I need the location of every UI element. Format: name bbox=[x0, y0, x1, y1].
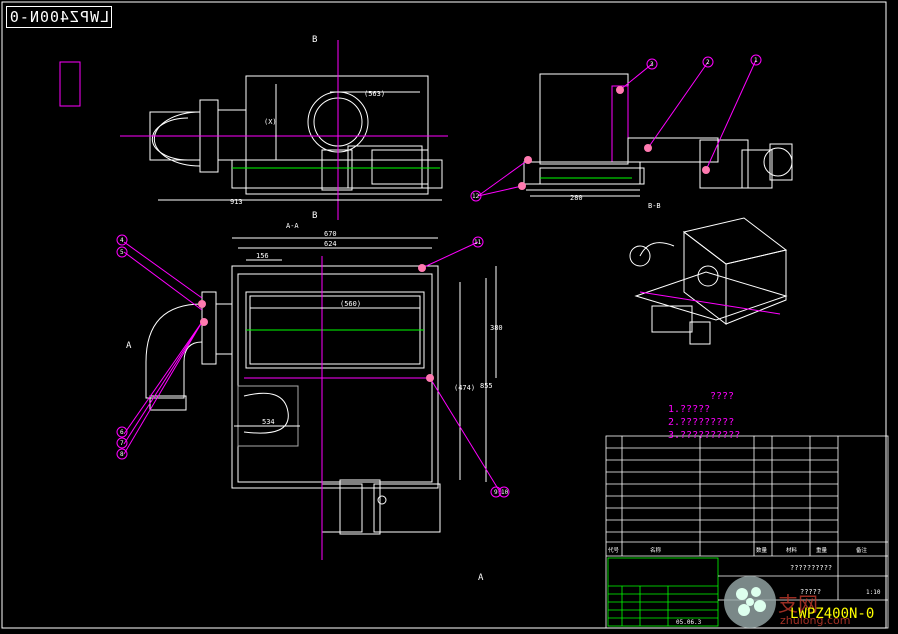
dim-563-label: (563) bbox=[364, 90, 385, 98]
section-b-b-title: B-B bbox=[648, 202, 661, 210]
cut-b-top: B bbox=[312, 35, 317, 45]
title-block-grid bbox=[605, 435, 889, 629]
dim-380-label: 380 bbox=[490, 324, 503, 332]
note-line-3: 3.?????????? bbox=[668, 430, 741, 441]
svg-text:备注: 备注 bbox=[856, 546, 868, 554]
title-project: ?????????? bbox=[790, 564, 832, 572]
dim-855-label: 855 bbox=[480, 382, 493, 390]
svg-text:2: 2 bbox=[706, 59, 710, 66]
svg-text:代号: 代号 bbox=[608, 546, 620, 554]
svg-text:数量: 数量 bbox=[756, 546, 768, 554]
side-view-b-b bbox=[523, 73, 793, 191]
svg-text:12: 12 bbox=[472, 193, 480, 200]
dim-913-label: 913 bbox=[230, 198, 243, 206]
note-line-1: 1.????? bbox=[668, 404, 711, 415]
svg-text:10: 10 bbox=[501, 489, 509, 496]
leader-dots bbox=[198, 86, 710, 382]
svg-text:6: 6 bbox=[120, 429, 124, 436]
dim-280-label: 280 bbox=[570, 194, 583, 202]
watermark-site: zhulong.com bbox=[780, 614, 851, 627]
svg-text:8: 8 bbox=[120, 451, 124, 458]
title-block-header: 代号 名称 数量 材料 重量 备注 bbox=[608, 546, 868, 554]
reserve-box bbox=[59, 61, 81, 107]
dim-x-label: (X) bbox=[264, 118, 277, 126]
sheet-border bbox=[1, 1, 887, 629]
technical-notes: ???? 1.????? 2.????????? 3.?????????? bbox=[668, 390, 740, 442]
dim-560-label: (560) bbox=[340, 300, 361, 308]
dim-156-label: 156 bbox=[256, 252, 269, 260]
svg-text:11: 11 bbox=[474, 239, 482, 246]
svg-text:4: 4 bbox=[120, 237, 124, 244]
svg-text:重量: 重量 bbox=[816, 546, 828, 554]
svg-text:材料: 材料 bbox=[786, 546, 798, 554]
plan-dims bbox=[232, 237, 497, 482]
drawing-number: LWPZ400N-0 bbox=[790, 606, 875, 622]
watermark-logo-icon bbox=[724, 576, 776, 628]
section-a-a-title: A-A bbox=[286, 222, 299, 230]
svg-text:5: 5 bbox=[120, 249, 124, 256]
isometric-view bbox=[629, 217, 788, 345]
watermark-text: 支网 bbox=[778, 592, 818, 616]
note-line-2: 2.????????? bbox=[668, 417, 735, 428]
dim-624-label: 624 bbox=[324, 240, 337, 248]
leader-lines bbox=[123, 59, 757, 493]
dim-534-label: 534 bbox=[262, 418, 275, 426]
balloon-numbers: 1 2 3 11 4 5 6 7 8 9 10 12 bbox=[120, 57, 758, 496]
notes-title: ???? bbox=[710, 391, 735, 402]
svg-text:3: 3 bbox=[650, 61, 654, 68]
title-subtitle: ????? bbox=[800, 588, 821, 596]
cut-b-bottom: B bbox=[312, 211, 317, 221]
plan-view bbox=[145, 256, 441, 560]
title-date: 05.06.3 bbox=[676, 619, 702, 626]
svg-text:9: 9 bbox=[494, 489, 498, 496]
svg-text:7: 7 bbox=[120, 440, 124, 447]
cut-a-left: A bbox=[126, 341, 132, 351]
front-view-a-a bbox=[120, 40, 448, 220]
dim-670-label: 670 bbox=[324, 230, 337, 238]
svg-text:1: 1 bbox=[754, 57, 758, 64]
cut-a-bottom: A bbox=[478, 573, 484, 583]
dim-474-label: (474) bbox=[454, 384, 475, 392]
balloon-circles bbox=[116, 54, 762, 498]
svg-text:名称: 名称 bbox=[650, 546, 662, 554]
title-scale: 1:10 bbox=[866, 589, 881, 596]
